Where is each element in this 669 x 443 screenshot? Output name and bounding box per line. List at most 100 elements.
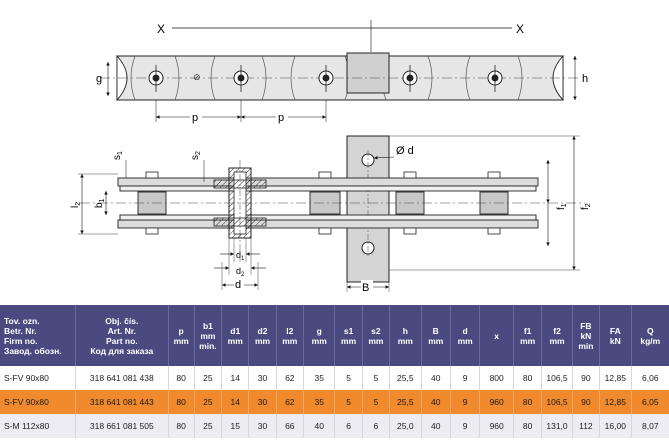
table-cell-f2: 131,0 [541,414,573,438]
column-header-line: Firm no. [4,335,38,346]
table-cell-designation: S-FV 90x80 [0,366,76,390]
table-cell-x: 960 [479,414,514,438]
table-cell-f1: 80 [512,390,542,414]
dim-s1-label: s1 [112,151,124,160]
table-cell-b1: 25 [193,366,222,390]
column-header-line: d [462,325,468,336]
table-cell-l2: 62 [275,390,304,414]
table-cell-g: 35 [302,366,335,390]
table-cell-s1: 5 [334,366,363,390]
column-header-line: Art. Nr. [107,325,136,336]
table-cell-f2: 106,5 [541,366,573,390]
table-cell-FB: 90 [571,366,600,390]
table-cell-d: 9 [449,390,480,414]
table-cell-part_no: 318 661 081 505 [75,414,169,438]
column-header-line: d2 [257,325,268,336]
column-header-x: x [479,305,514,366]
table-header-row: Tov. ozn.Betr. Nr.Firm no.Завод. обозн.O… [0,305,669,366]
column-header-line: b1 [202,320,213,331]
dim-f2-label: f2 [580,203,592,210]
column-header-line: s2 [371,325,381,336]
table-cell-Q: 8,07 [630,414,669,438]
column-header-line: Q [646,325,654,336]
column-header-line: min [578,340,594,351]
column-header-line: Betr. Nr. [4,325,37,336]
table-cell-g: 40 [302,414,335,438]
column-header-line: p [178,325,184,336]
column-header-line: kg/m [640,335,661,346]
column-header-line: s1 [343,325,354,336]
table-cell-g: 35 [302,390,335,414]
column-header-line: Tov. ozn. [4,315,40,326]
table-cell-d2: 30 [248,390,277,414]
table-cell-h: 25,0 [389,414,422,438]
table-cell-p: 80 [167,366,195,390]
table-cell-f1: 80 [512,366,542,390]
table-cell-B: 40 [420,390,451,414]
column-header-line: mm [549,335,565,346]
table-cell-d: 9 [449,414,480,438]
table-cell-p: 80 [167,414,195,438]
table-cell-FA: 12,85 [599,366,632,390]
chain-spec-table: Tov. ozn.Betr. Nr.Firm no.Завод. обозн.O… [0,305,669,438]
column-header-line: FA [609,325,621,336]
column-header-line: mm [311,335,327,346]
column-header-line: min. [199,340,217,351]
table-cell-s1: 6 [334,414,363,438]
column-header-line: mm [173,335,189,346]
column-header-line: mm [457,335,473,346]
dim-d-label: d [235,279,241,291]
table-cell-d2: 30 [248,366,277,390]
column-header-line: mm [227,335,243,346]
column-header-part_no: Obj. čís.Art. Nr.Part no.Код для заказа [75,305,169,366]
column-header-line: B [432,325,439,336]
table-cell-d: 9 [449,366,480,390]
table-cell-s2: 5 [361,366,390,390]
column-header-line: x [494,330,500,341]
column-header-line: Part no. [105,335,138,346]
table-cell-part_no: 318 641 081 438 [75,366,169,390]
column-header-line: l2 [286,325,294,336]
table-cell-designation: S-FV 90x80 [0,390,76,414]
table-cell-designation: S-M 112x80 [0,414,76,438]
column-header-line: mm [520,335,536,346]
column-header-designation: Tov. ozn.Betr. Nr.Firm no.Завод. обозн. [0,305,76,366]
column-header-line: Код для заказа [90,345,154,356]
table-cell-B: 40 [420,366,451,390]
table-cell-x: 960 [479,390,514,414]
section-label-left: X [157,22,165,36]
table-cell-h: 25,5 [389,390,422,414]
column-header-line: mm [282,335,298,346]
dim-l2-label: l2 [70,202,82,208]
dim-B-label: B [362,282,369,294]
column-header-line: h [402,325,408,336]
column-header-line: g [316,325,322,336]
column-header-line: mm [341,335,357,346]
column-header-line: f2 [553,325,561,336]
column-header-line: kN [580,330,592,341]
table-cell-FB: 112 [571,414,600,438]
column-header-line: f1 [523,325,532,336]
table-cell-B: 40 [420,414,451,438]
column-header-line: mm [254,335,271,346]
section-label-right: X [516,22,524,36]
table-cell-part_no: 318 641 081 443 [75,390,169,414]
table-cell-f1: 80 [512,414,542,438]
column-header-line: mm [428,335,444,346]
table-cell-d1: 14 [221,390,249,414]
table-cell-h: 25,5 [389,366,422,390]
